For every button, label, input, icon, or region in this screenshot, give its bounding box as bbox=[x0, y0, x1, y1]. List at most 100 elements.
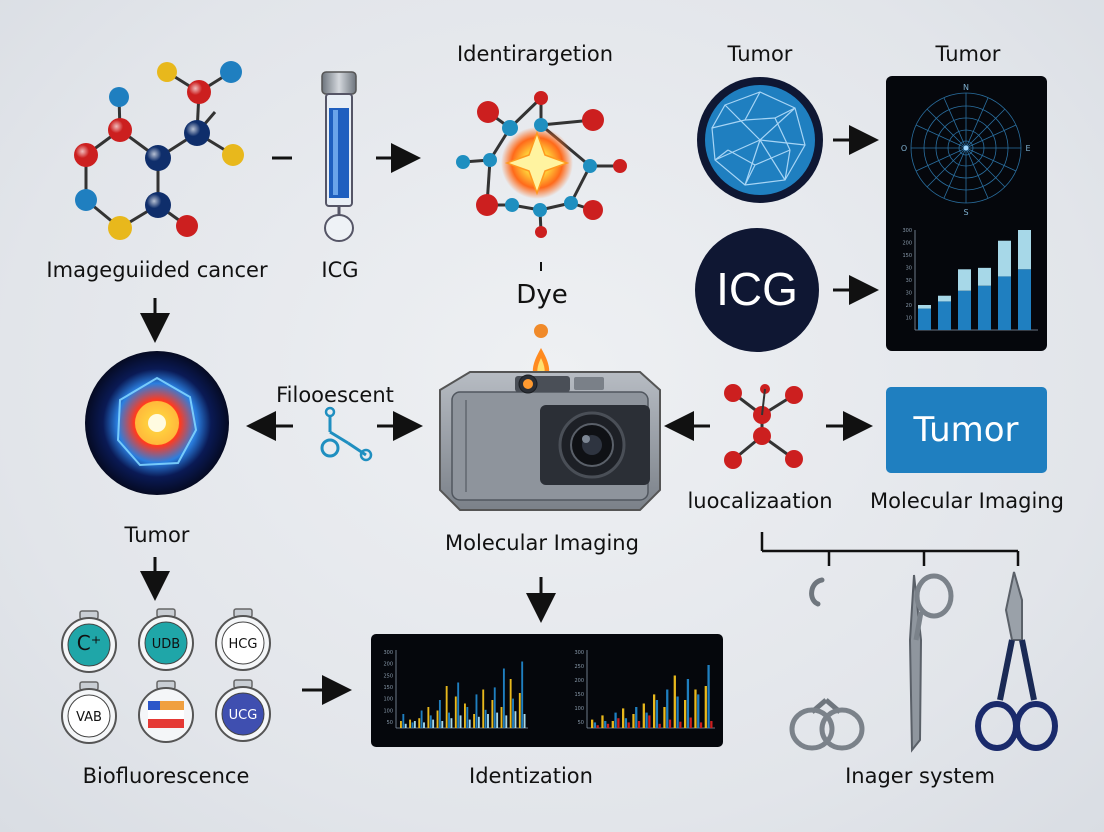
label-molecular-imaging-right: Molecular Imaging bbox=[870, 489, 1064, 513]
identization-bar bbox=[689, 717, 692, 728]
identization-bar bbox=[496, 712, 499, 728]
vial-icon: C⁺ bbox=[61, 610, 117, 673]
identization-bar bbox=[484, 709, 487, 728]
tumor-box-text: Tumor bbox=[913, 410, 1019, 450]
identization-y-tick: 100 bbox=[383, 697, 393, 703]
identization-bar bbox=[409, 719, 412, 728]
identization-bar bbox=[464, 703, 466, 728]
panel-y-tick: 30 bbox=[906, 278, 912, 284]
svg-text:N: N bbox=[963, 83, 969, 92]
identization-bar bbox=[627, 722, 630, 728]
identization-bar bbox=[448, 712, 450, 728]
identization-y-tick: 200 bbox=[574, 678, 584, 684]
identization-bar bbox=[663, 707, 666, 728]
identization-bar bbox=[635, 707, 638, 728]
identization-bar bbox=[466, 707, 469, 728]
identization-bar bbox=[468, 719, 471, 728]
identization-bar bbox=[673, 675, 676, 728]
identization-bar bbox=[423, 722, 425, 728]
identization-bar bbox=[523, 714, 526, 728]
identization-bar bbox=[666, 689, 669, 728]
identization-bar bbox=[655, 700, 659, 728]
surgical-hook-instrument bbox=[789, 577, 865, 751]
identization-bar bbox=[622, 708, 625, 728]
identization-y-tick: 50 bbox=[387, 720, 393, 726]
localization-molecule-icon bbox=[724, 384, 803, 469]
panel-bar-top bbox=[998, 240, 1011, 277]
panel-bar-top bbox=[1018, 230, 1031, 270]
identization-bar bbox=[617, 718, 620, 728]
identization-bar bbox=[445, 686, 448, 728]
targeting-molecule-icon bbox=[456, 91, 627, 238]
label-tumor-left: Tumor bbox=[124, 523, 190, 547]
identization-bar bbox=[611, 721, 614, 728]
identization-bar bbox=[653, 694, 656, 728]
instrument-bracket bbox=[760, 532, 1020, 566]
panel-bar-base bbox=[918, 308, 931, 330]
identization-bar bbox=[518, 693, 521, 728]
identization-bar bbox=[704, 686, 707, 728]
tumor-fluorescence-burst bbox=[85, 351, 229, 495]
surgical-clamp-instrument bbox=[975, 571, 1058, 751]
panel-bar-base bbox=[1018, 269, 1031, 330]
label-icg-tube: ICG bbox=[321, 258, 359, 282]
identization-bar bbox=[491, 700, 494, 728]
tumor-globe-icon bbox=[697, 77, 823, 203]
identization-bar bbox=[402, 714, 405, 728]
identization-bar bbox=[473, 714, 476, 728]
identization-bar bbox=[493, 687, 496, 728]
identization-bar bbox=[512, 698, 514, 728]
panel-y-tick: 300 bbox=[902, 228, 912, 234]
panel-y-tick: 20 bbox=[906, 303, 912, 309]
identization-bar bbox=[624, 718, 628, 728]
identization-bar bbox=[438, 700, 441, 728]
identization-bar bbox=[614, 712, 617, 728]
label-identization: Identization bbox=[469, 764, 593, 788]
molecule-structure-1 bbox=[74, 61, 244, 240]
identization-bar bbox=[679, 721, 682, 728]
identization-y-tick: 200 bbox=[383, 662, 393, 668]
svg-text:S: S bbox=[963, 208, 968, 217]
panel-bar-top bbox=[918, 305, 931, 309]
panel-y-tick: 30 bbox=[906, 291, 912, 297]
label-identirargetion: Identirargetion bbox=[456, 42, 614, 66]
panel-bar-base bbox=[978, 285, 991, 330]
identization-bar bbox=[502, 668, 505, 728]
vial-icon: VAB bbox=[61, 681, 117, 744]
identization-bar bbox=[404, 723, 407, 728]
icg-test-tube-icon bbox=[321, 71, 357, 242]
identization-y-tick: 150 bbox=[574, 692, 584, 698]
identization-bar bbox=[482, 689, 485, 728]
identization-bar bbox=[697, 694, 700, 728]
identization-bar bbox=[505, 715, 508, 728]
identization-bar bbox=[686, 679, 690, 728]
vial-icon bbox=[138, 680, 194, 743]
identization-y-tick: 250 bbox=[574, 664, 584, 670]
identization-y-tick: 150 bbox=[383, 685, 393, 691]
identization-bar bbox=[514, 711, 517, 728]
identization-bar bbox=[591, 719, 594, 728]
label-localization: luocalizaation bbox=[687, 489, 833, 513]
identization-bar bbox=[684, 700, 687, 728]
identization-bar bbox=[487, 714, 489, 728]
identization-bar bbox=[642, 703, 645, 728]
label-tumor-panel: Tumor bbox=[935, 42, 1001, 66]
identization-bar bbox=[694, 689, 697, 728]
svg-text:O: O bbox=[901, 144, 907, 153]
identization-bar bbox=[500, 707, 503, 728]
vial-icon: UDB bbox=[138, 608, 194, 671]
svg-text:E: E bbox=[1025, 144, 1030, 153]
vial-label: UDB bbox=[152, 637, 180, 652]
identization-bar bbox=[668, 719, 672, 728]
identization-bar bbox=[459, 715, 462, 728]
panel-y-tick: 10 bbox=[906, 316, 912, 322]
identization-bar bbox=[427, 707, 430, 728]
identization-bar bbox=[441, 721, 444, 728]
label-imageguided-cancer: Imageguiided cancer bbox=[46, 258, 268, 282]
label-filooescent: Filooescent bbox=[276, 383, 394, 407]
icg-badge bbox=[695, 228, 819, 352]
identization-bar bbox=[637, 721, 641, 728]
identization-bar bbox=[604, 721, 607, 728]
label-tumor-circle: Tumor bbox=[727, 42, 793, 66]
